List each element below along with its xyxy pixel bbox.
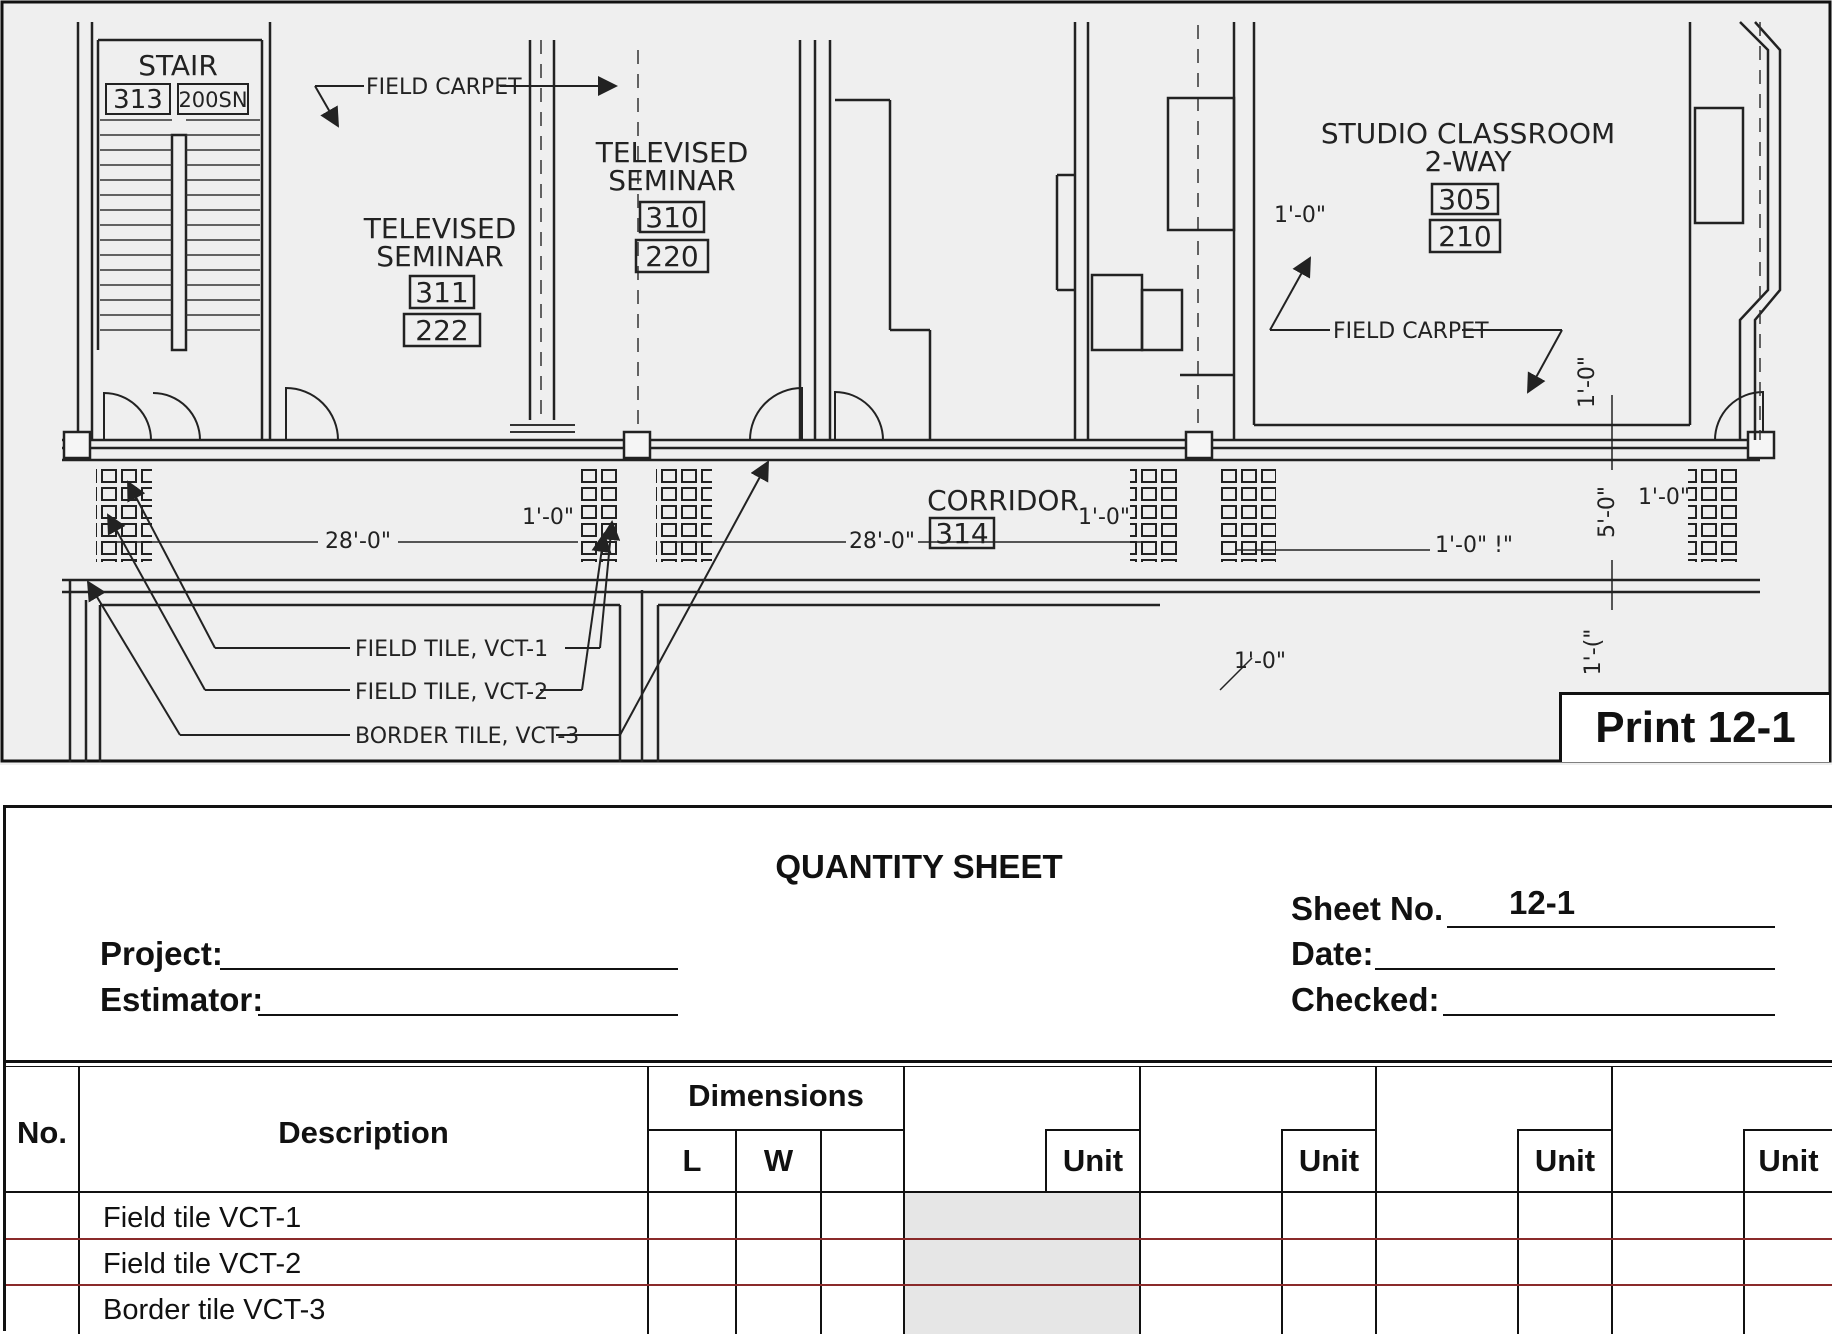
- dim-one-foot-d: 1'-0": [1234, 649, 1286, 674]
- dim-one-foot-e: 1'-0": [1638, 485, 1690, 510]
- seminar-left-line2: SEMINAR: [376, 240, 503, 273]
- col-rule: [820, 1129, 822, 1334]
- dim-one-foot-f: 1'-0" !": [1435, 533, 1513, 558]
- col-rule: [1611, 1066, 1613, 1334]
- shaded-cells: [905, 1193, 1139, 1334]
- seminar-right-room-number: 310: [645, 201, 698, 234]
- studio-line1: STUDIO CLASSROOM: [1321, 117, 1615, 150]
- unit-rule: [1281, 1129, 1377, 1131]
- date-label: Date:: [1291, 935, 1374, 972]
- column-header-dimensions: Dimensions: [688, 1078, 864, 1113]
- column-header-unit-1: Unit: [1062, 1143, 1124, 1178]
- seminar-left-room-number: 311: [415, 276, 468, 309]
- dim-corridor-length-left: 28'-0": [325, 529, 391, 554]
- dimensions-rule: [647, 1129, 905, 1131]
- col-rule: [1517, 1129, 1519, 1334]
- column-header-length: L: [682, 1143, 702, 1178]
- seminar-right-line2: SEMINAR: [608, 164, 735, 197]
- studio-area: 210: [1438, 220, 1491, 253]
- column-header-no: No.: [17, 1115, 67, 1150]
- col-rule: [903, 1066, 905, 1334]
- corridor-label: CORRIDOR: [927, 484, 1079, 517]
- studio-line2: 2-WAY: [1424, 145, 1512, 178]
- column-header-width: W: [763, 1143, 794, 1178]
- dim-one-foot-vertical-top: 1'-0": [1575, 356, 1600, 408]
- seminar-left-line1: TELEVISED: [363, 212, 517, 245]
- header-divider-inner: [6, 1066, 1832, 1067]
- sheet-number-input[interactable]: [1447, 926, 1775, 928]
- quantity-sheet: QUANTITY SHEET Project: Estimator: Sheet…: [3, 805, 1832, 1334]
- checked-label: Checked:: [1291, 981, 1440, 1018]
- column-header-unit-2: Unit: [1298, 1143, 1360, 1178]
- dim-one-foot-c: 1'-0": [1274, 203, 1326, 228]
- estimator-label: Estimator:: [100, 981, 264, 1018]
- column-header-description: Description: [278, 1115, 449, 1150]
- table-row: Field tile VCT-2: [103, 1248, 302, 1280]
- callout-border-tile-3: BORDER TILE, VCT-3: [355, 724, 579, 749]
- col-rule: [647, 1066, 649, 1334]
- header-divider: [6, 1060, 1832, 1063]
- row-rule: [6, 1284, 1832, 1286]
- date-input[interactable]: [1375, 968, 1775, 970]
- corridor-room-number: 314: [935, 517, 988, 550]
- seminar-right-area: 220: [645, 240, 698, 273]
- unit-rule: [1045, 1129, 1141, 1131]
- project-label: Project:: [100, 935, 223, 972]
- sheet-number-label: Sheet No.: [1291, 890, 1444, 927]
- col-rule: [1743, 1129, 1745, 1334]
- seminar-right-line1: TELEVISED: [595, 136, 749, 169]
- col-rule: [1281, 1129, 1283, 1334]
- unit-rule: [1517, 1129, 1613, 1131]
- sheet-title: QUANTITY SHEET: [775, 848, 1063, 885]
- project-input[interactable]: [220, 968, 678, 970]
- stair-label: STAIR: [138, 49, 218, 82]
- table-row: Border tile VCT-3: [103, 1294, 326, 1326]
- col-rule: [735, 1129, 737, 1334]
- studio-room-number: 305: [1438, 183, 1491, 216]
- header-bottom-rule: [6, 1191, 1832, 1193]
- print-label: Print 12-1: [1559, 692, 1829, 762]
- col-rule: [78, 1066, 80, 1334]
- stair-room-code: 200SN: [178, 88, 247, 112]
- callout-field-carpet-right: FIELD CARPET: [1333, 319, 1489, 344]
- checked-input[interactable]: [1443, 1014, 1775, 1016]
- stair-room-number: 313: [113, 85, 163, 115]
- callout-field-tile-2: FIELD TILE, VCT-2: [355, 680, 548, 705]
- callout-field-tile-1: FIELD TILE, VCT-1: [355, 637, 548, 662]
- column-header-unit-4: Unit: [1758, 1143, 1819, 1178]
- unit-rule: [1743, 1129, 1832, 1131]
- dim-corridor-length-mid: 28'-0": [849, 529, 915, 554]
- floor-plan: STAIR 313 200SN: [0, 0, 1832, 765]
- estimator-input[interactable]: [258, 1014, 678, 1016]
- column-header-unit-3: Unit: [1534, 1143, 1596, 1178]
- seminar-left-area: 222: [415, 314, 468, 347]
- col-rule: [1375, 1066, 1377, 1334]
- dim-one-foot-b: 1'-0": [1078, 505, 1130, 530]
- col-rule: [1139, 1066, 1141, 1334]
- callout-field-carpet-top: FIELD CARPET: [366, 75, 522, 100]
- sheet-number-value: 12-1: [1509, 884, 1576, 921]
- dim-one-foot-a: 1'-0": [522, 505, 574, 530]
- table-row: Field tile VCT-1: [103, 1202, 302, 1234]
- dim-five-foot-vertical: 5'-0": [1595, 486, 1620, 538]
- floor-plan-drawing: STAIR 313 200SN: [0, 0, 1832, 763]
- dim-one-foot-vertical-bottom: 1'-(": [1581, 629, 1606, 676]
- row-rule: [6, 1238, 1832, 1240]
